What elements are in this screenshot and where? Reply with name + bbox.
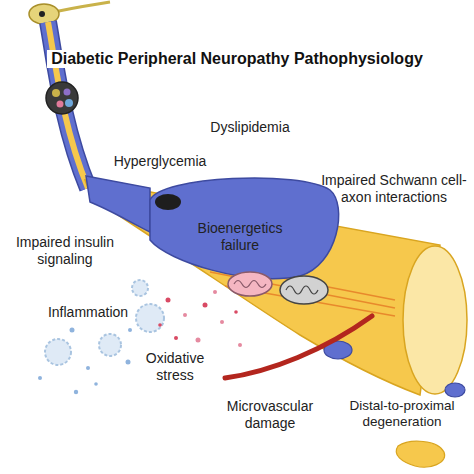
mitochondrion: [228, 272, 272, 296]
label-holder: Inflammation: [38, 303, 138, 321]
pathology-label: Hyperglycemia: [114, 153, 207, 170]
label-holder: Impaired Schwann cell-axon interactions: [318, 172, 470, 206]
oxidative-particle: [220, 320, 224, 324]
inflammatory-particle: [94, 382, 98, 386]
pathology-label: Microvascular damage: [215, 398, 325, 432]
label-holder: Microvascular damage: [215, 398, 325, 432]
oxidative-particle: [203, 303, 208, 308]
label-holder: Bioenergetics failure: [185, 220, 295, 254]
schwann-cell: [150, 178, 339, 279]
diagram-title: Diabetic Peripheral Neuropathy Pathophys…: [47, 50, 427, 68]
oxidative-particle: [213, 290, 217, 294]
axon-cross-section: [403, 246, 467, 394]
pathology-label: Oxidative stress: [135, 350, 215, 384]
pathology-label: Distal-to-proximal degeneration: [334, 398, 470, 430]
pathology-label: Impaired Schwann cell-axon interactions: [318, 172, 470, 206]
fascicle: [65, 99, 73, 107]
inflammatory-particle: [74, 390, 78, 394]
neuron-nucleus: [39, 11, 45, 17]
mitochondrion: [280, 276, 328, 304]
immune-cell: [99, 334, 121, 356]
microtubule: [210, 272, 395, 308]
pathology-label: Impaired insulin signaling: [4, 234, 126, 268]
inflammatory-particle: [126, 360, 131, 365]
fascicle: [57, 101, 64, 108]
oxidative-particle: [183, 313, 187, 317]
inflammatory-particle: [86, 366, 90, 370]
myelin-sheath: [86, 176, 150, 232]
label-holder: Distal-to-proximal degeneration: [334, 398, 470, 430]
title-holder: Diabetic Peripheral Neuropathy Pathophys…: [0, 50, 474, 68]
oxidative-particle: [234, 310, 238, 314]
mitochondrion-cristae: [234, 281, 266, 288]
inflammatory-particle: [38, 376, 42, 380]
pathology-label: Dyslipidemia: [210, 119, 289, 136]
axon-fragment: [396, 441, 444, 467]
label-holder: Impaired insulin signaling: [4, 234, 126, 268]
schwann-nucleus: [155, 194, 181, 210]
pathology-label: Inflammation: [48, 304, 128, 321]
immune-cell: [132, 280, 148, 296]
inflammatory-particle: [70, 328, 75, 333]
particle-dots: [38, 290, 242, 394]
nerve-cross-section: [46, 82, 78, 114]
mitochondrion-cristae: [286, 286, 318, 294]
oxidative-particle: [166, 298, 171, 303]
fascicle: [52, 89, 60, 97]
inflammatory-particle: [128, 328, 132, 332]
myelin-fragment: [445, 383, 465, 397]
label-holder: Oxidative stress: [135, 350, 215, 384]
oxidative-particle: [238, 343, 242, 347]
blood-vessel: [225, 316, 372, 378]
label-holder: Hyperglycemia: [100, 152, 220, 170]
immune-cell: [45, 339, 71, 365]
fascicle: [64, 89, 71, 96]
label-holder: Dyslipidemia: [195, 118, 305, 136]
oxidative-particle: [158, 323, 162, 327]
immune-cell: [136, 304, 164, 332]
pathology-label: Bioenergetics failure: [185, 220, 295, 254]
oxidative-particle: [174, 336, 178, 340]
oxidative-particle: [196, 338, 201, 343]
